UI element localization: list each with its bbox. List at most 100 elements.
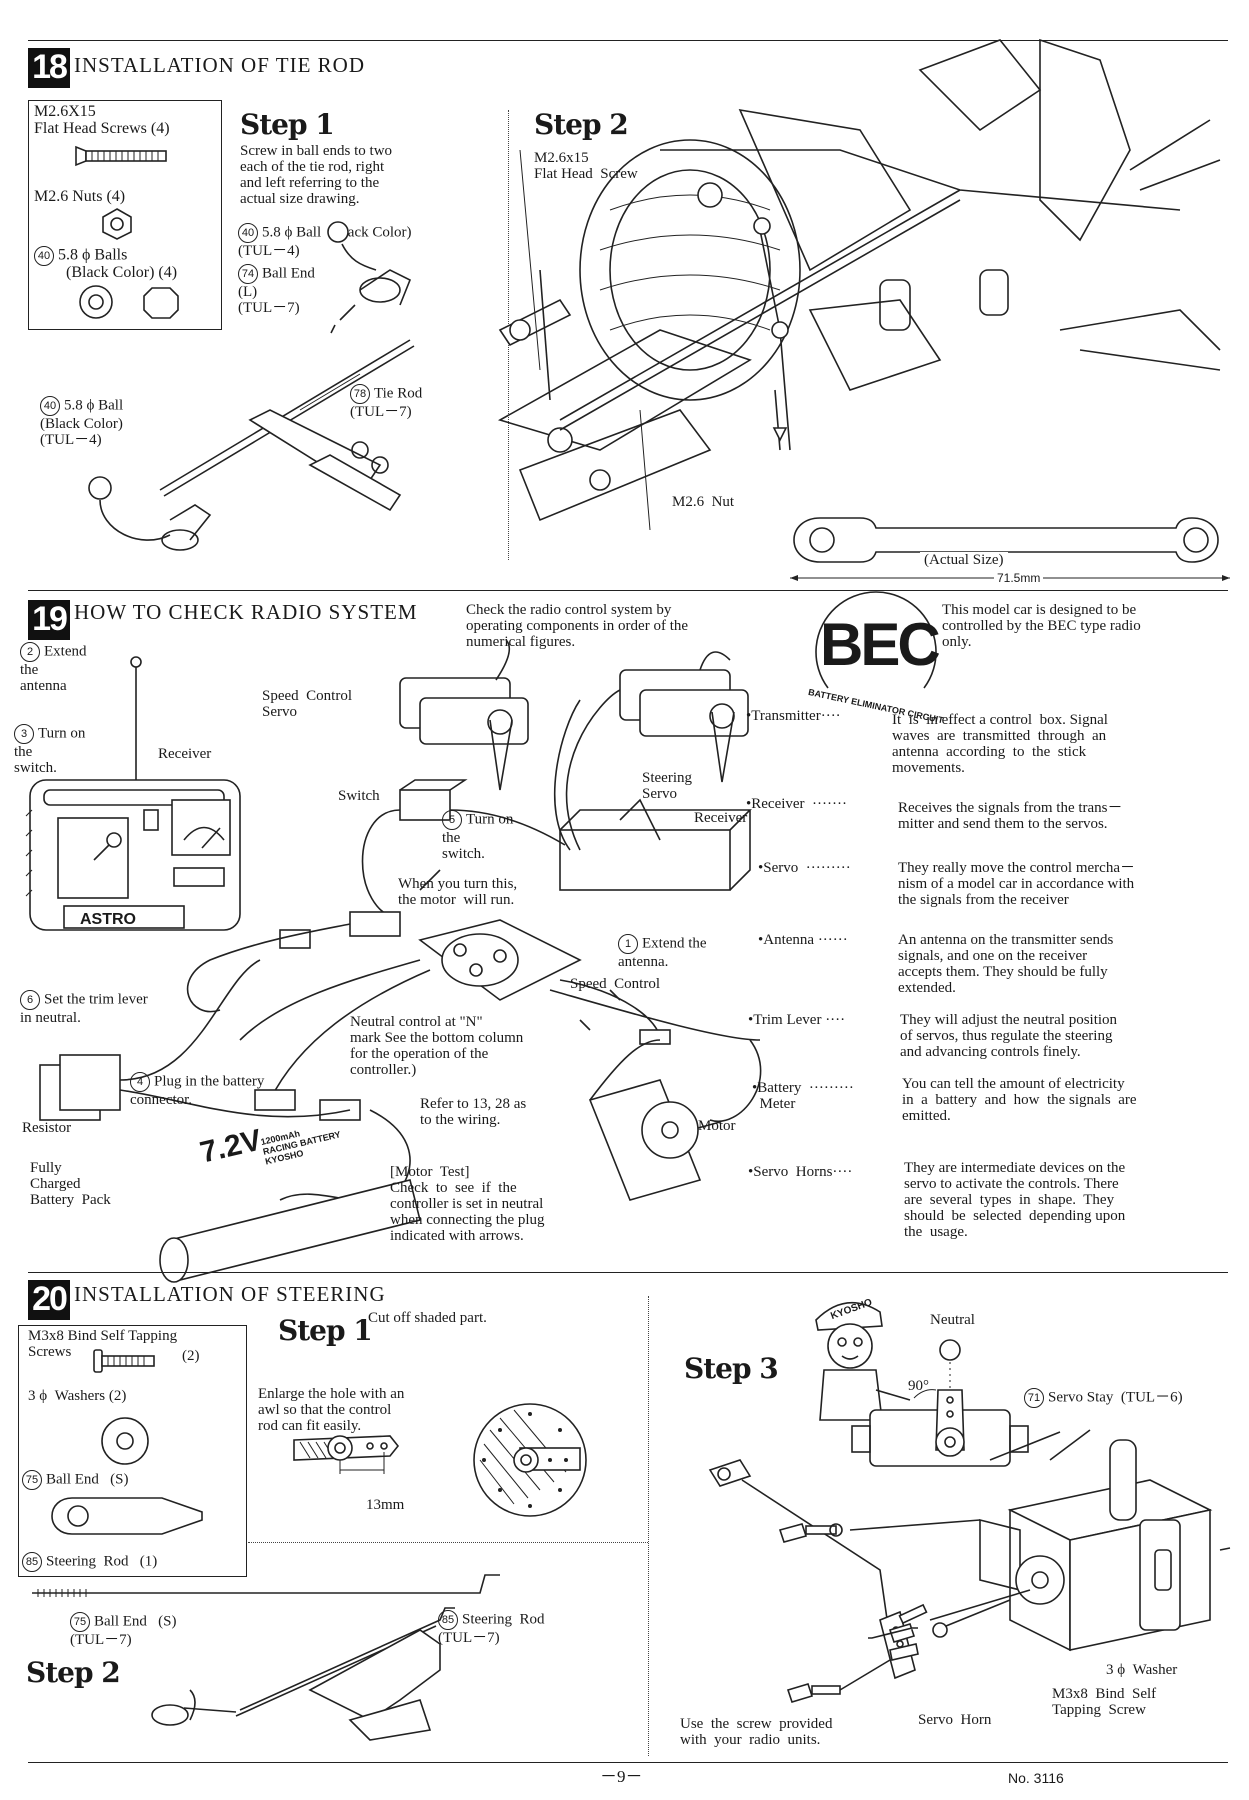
glossary-desc: It is in effect a control box. Signal wa… <box>892 712 1108 776</box>
pliers-ballend-drawing <box>151 1607 455 1741</box>
step-6-text: Set the trim lever in neutral. <box>20 991 148 1026</box>
ball-icons <box>79 285 179 319</box>
receiver-left-label: Receiver <box>158 746 212 762</box>
neutral-label: Neutral <box>930 1312 975 1328</box>
glossary-term: •Trim Lever ···· <box>748 1012 846 1028</box>
section-18-title: INSTALLATION OF TIE ROD <box>74 53 365 77</box>
motor-label: Motor <box>698 1118 736 1134</box>
actual-size-dimension: 71.5mm <box>994 570 1044 587</box>
radio-system-wiring-drawing <box>39 639 762 1283</box>
step-1-text: Extend the antenna. <box>618 935 707 970</box>
steering-rod-drawing <box>32 1574 500 1597</box>
glossary-term: •Transmitter···· <box>746 708 841 724</box>
steering-rod-text: Steering Rod (1) <box>46 1553 158 1570</box>
servo-horn-arm-drawing <box>293 1435 400 1474</box>
step3-screw-label: M3x8 Bind Self Tapping Screw <box>1052 1686 1157 1718</box>
washer-icon <box>101 1417 149 1465</box>
use-screw-note: Use the screw provided with your radio u… <box>680 1716 833 1748</box>
mascot-figure-drawing <box>815 1301 911 1421</box>
sec18-step2-nut: M2.6 Nut <box>672 494 735 510</box>
glossary-desc: An antenna on the transmitter sends sign… <box>898 932 1114 996</box>
step-5-text: Turn on the switch. <box>442 811 514 862</box>
glossary-term: •Receiver ······· <box>746 796 848 812</box>
section-19-title: HOW TO CHECK RADIO SYSTEM <box>74 600 418 624</box>
speed-control-label: Speed Control <box>570 976 660 992</box>
ball-bottom-text: 5.8 ϕ Ball (Black Color) (TUL－4) <box>40 397 124 448</box>
transmitter-brand: ASTRO <box>80 911 136 928</box>
flat-head-screw-icon <box>75 145 167 167</box>
step-number-badge: 2 <box>20 642 40 662</box>
part-number-badge: 40 <box>34 246 54 266</box>
sec20-step1-label: Step 1 <box>278 1314 373 1347</box>
sec19-top-rule <box>28 590 1228 591</box>
ballend-text: Ball End (L) (TUL－7) <box>238 265 315 316</box>
bottom-rule <box>28 1762 1228 1763</box>
actual-size-label: (Actual Size) <box>920 552 1008 568</box>
chassis-steering-drawing <box>497 38 1221 531</box>
cut-label: Cut off shaded part. <box>368 1310 487 1326</box>
sec18-step1-text: Screw in ball ends to two each of the ti… <box>240 143 393 207</box>
receiver-label: Receiver <box>694 810 748 826</box>
glossary-desc: Receives the signals from the trans－ mit… <box>898 800 1123 832</box>
section-18-parts-box <box>28 100 222 330</box>
screw-name: Flat Head Screws (4) <box>34 120 170 137</box>
document-number: No. 3116 <box>1008 1770 1064 1786</box>
tierod-text: Tie Rod (TUL－7) <box>350 385 423 420</box>
screw-size: M2.6X15 <box>34 103 96 120</box>
servo-stay-text: Servo Stay (TUL－6) <box>1048 1389 1183 1406</box>
neutral-control-label: Neutral control at "N" mark See the bott… <box>350 1014 524 1078</box>
top-rule <box>28 40 1228 41</box>
nut-name: M2.6 Nuts (4) <box>34 188 126 205</box>
motor-run-label: When you turn this, the motor will run. <box>398 876 518 908</box>
switch-label: Switch <box>338 788 380 804</box>
glossary-desc: They really move the control mercha－ nis… <box>898 860 1135 908</box>
ballend-s-text: Ball End (S) <box>46 1471 129 1488</box>
section-19-number: 19 <box>28 600 70 640</box>
step-2-text: Extend the antenna <box>20 643 87 694</box>
glossary-desc: They will adjust the neutral position of… <box>900 1012 1118 1060</box>
washer-label: 3 ϕ Washers (2) <box>28 1388 127 1404</box>
screw-qty: (2) <box>182 1348 200 1364</box>
battery-voltage-label: 7.2V <box>197 1123 265 1170</box>
part-number-badge: 71 <box>1024 1388 1044 1408</box>
part-number-badge: 85 <box>22 1552 42 1572</box>
resistor-label: Resistor <box>22 1120 72 1136</box>
angle-label: 90° <box>908 1378 929 1394</box>
step-number-badge: 5 <box>442 810 462 830</box>
glossary-term: •Antenna ······ <box>758 932 848 948</box>
round-servo-horn-drawing <box>473 1403 587 1517</box>
refer-wiring-label: Refer to 13, 28 as to the wiring. <box>420 1096 527 1128</box>
step2-ballend-text: Ball End (S) (TUL－7) <box>70 1613 177 1648</box>
section-18-number: 18 <box>28 48 70 88</box>
servo-stay-assembly-drawing <box>708 1429 1231 1703</box>
speed-control-servo-label: Speed Control Servo <box>262 688 352 720</box>
step-3-text: Turn on the switch. <box>14 725 86 776</box>
sec20-step2-label: Step 2 <box>26 1656 121 1689</box>
part-number-badge: 75 <box>70 1612 90 1632</box>
sec20-step1-divider <box>248 1542 648 1543</box>
bec-note: This model car is designed to be control… <box>942 602 1141 650</box>
steering-servo-label: Steering Servo <box>642 770 692 802</box>
page-number: －9－ <box>600 1767 643 1786</box>
bind-screw-icon <box>93 1349 155 1373</box>
step2-rod-text: Steering Rod (TUL－7) <box>438 1611 545 1646</box>
sec18-step1-label: Step 1 <box>240 108 335 141</box>
servo-neutral-drawing <box>851 1339 1029 1467</box>
section-20-title: INSTALLATION OF STEERING <box>74 1282 386 1306</box>
transmitter-drawing <box>25 656 241 931</box>
battery-pack-label: Fully Charged Battery Pack <box>30 1160 111 1208</box>
glossary-term: •Battery ········· Meter <box>752 1080 854 1112</box>
section-20-number: 20 <box>28 1280 70 1320</box>
step-4-text: Plug in the battery connector. <box>130 1073 265 1108</box>
